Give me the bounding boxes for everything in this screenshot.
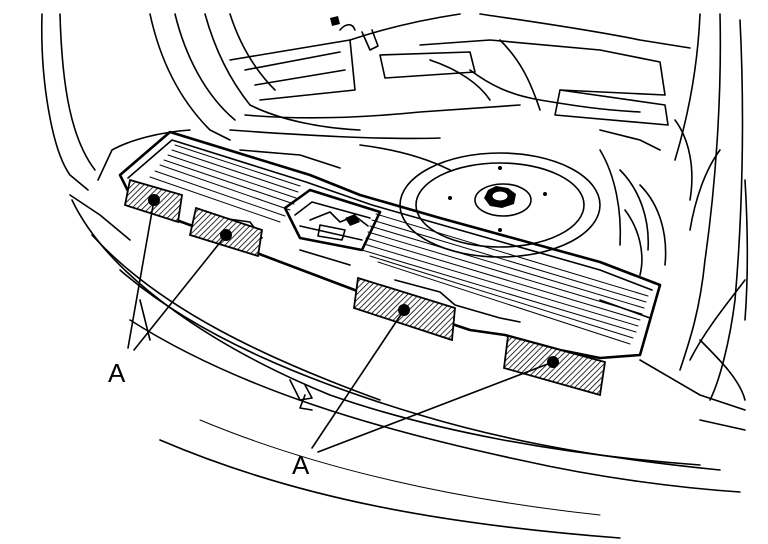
spare-tire bbox=[399, 152, 601, 258]
rear-sill-trim-panel bbox=[118, 130, 662, 360]
trunk-interior bbox=[149, 13, 721, 276]
trunk-latch-striker bbox=[283, 188, 382, 252]
right-side-body bbox=[639, 13, 749, 431]
vehicle-body-outline bbox=[40, 13, 741, 539]
callout-leaders bbox=[127, 199, 554, 453]
callout-label-a-bottom: A bbox=[292, 450, 310, 480]
callout-label-a-left: A bbox=[108, 358, 126, 388]
